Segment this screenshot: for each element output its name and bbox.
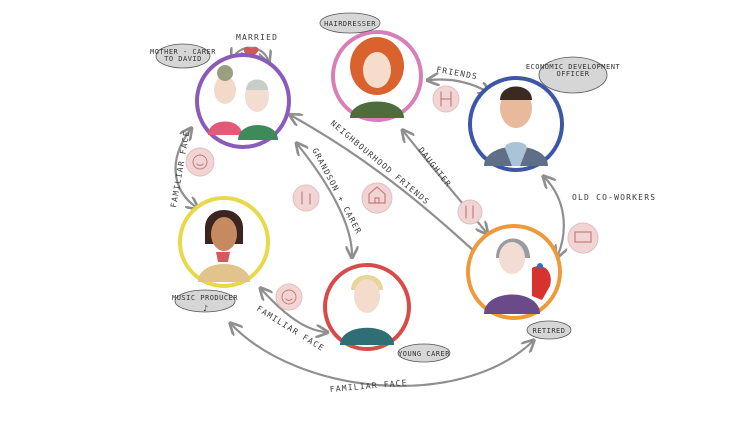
dual-figure-icon [432, 85, 460, 113]
married-label: MARRIED [236, 33, 278, 42]
old-coworkers-arrow [545, 178, 564, 255]
daughter-icon [457, 199, 483, 225]
young-carer-portrait[interactable] [323, 263, 411, 351]
smiley-icon-mid [275, 283, 303, 311]
hairdresser-badge: HAIRDRESSER [319, 12, 381, 34]
grandson-icon [292, 184, 320, 212]
hairdresser-portrait[interactable] [331, 30, 423, 122]
svg-text:MUSIC PRODUCER: MUSIC PRODUCER [172, 294, 238, 302]
familiar-face-mid-label: FAMILIAR FACE [255, 304, 326, 353]
daughter-label: DAUGHTER [416, 146, 453, 189]
retired-badge: RETIRED [526, 320, 572, 340]
producer-portrait[interactable] [178, 196, 270, 288]
svg-text:YOUNG CARER: YOUNG CARER [398, 350, 450, 358]
house-icon [361, 182, 393, 214]
heart-icon [243, 46, 259, 58]
smiley-icon-left [185, 147, 215, 177]
familiar-face-bottom-arrow [232, 325, 532, 387]
young-carer-badge: YOUNG CARER [397, 343, 451, 363]
retired-portrait[interactable] [466, 224, 562, 320]
familiar-face-left-arrow [174, 130, 196, 207]
svg-text:HAIRDRESSER: HAIRDRESSER [324, 20, 376, 28]
svg-text:RETIRED: RETIRED [532, 327, 565, 335]
officer-portrait[interactable] [468, 76, 564, 172]
old-coworkers-label: OLD CO-WORKERS [572, 193, 656, 202]
music-note-icon: ♪ [203, 304, 208, 313]
office-icon [567, 222, 599, 254]
grandparents-portrait[interactable] [195, 53, 291, 149]
grandson-carer-label: GRANDSON + CARER [310, 147, 363, 236]
producer-badge: MUSIC PRODUCER ♪ [172, 289, 238, 313]
